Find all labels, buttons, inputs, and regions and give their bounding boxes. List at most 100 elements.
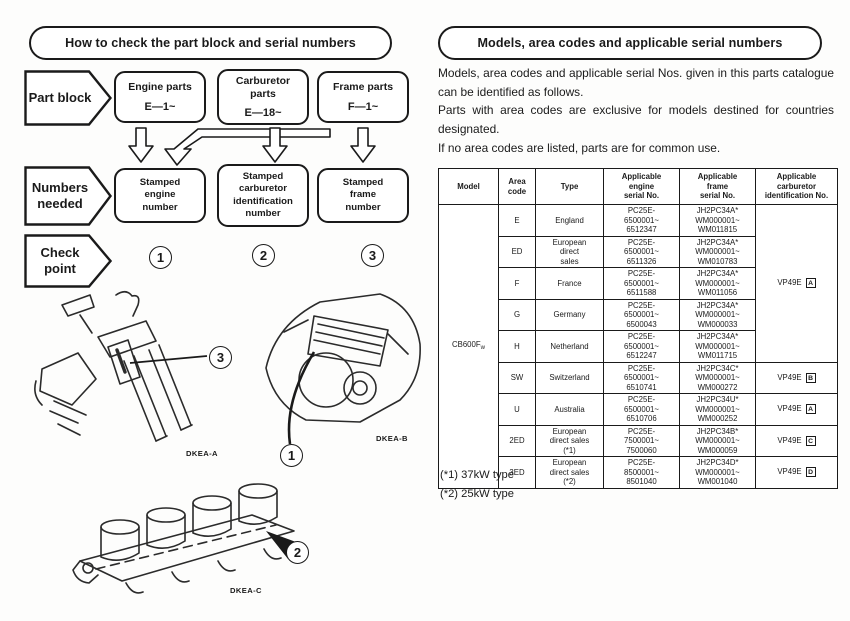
- table-row: 3ED European direct sales (*2) PC25E- 85…: [439, 456, 838, 489]
- stamped-frame-number-box: Stamped frame number: [317, 168, 409, 223]
- callout-1: 1: [287, 448, 296, 463]
- pentagon-shape: [24, 70, 112, 126]
- carb-id-value: VP49E: [777, 467, 802, 477]
- models-banner: Models, area codes and applicable serial…: [438, 26, 822, 60]
- carb-id-value: VP49E: [777, 435, 802, 445]
- engine-serial-cell: PC25E- 6500001~ 6500043: [603, 298, 680, 331]
- type-cell: France: [535, 267, 604, 300]
- area-cell: E: [498, 204, 536, 237]
- engine-serial-cell: PC25E- 6500001~ 6510741: [603, 361, 680, 394]
- how-to-check-title: How to check the part block and serial n…: [65, 36, 356, 50]
- type-cell: Germany: [535, 298, 604, 331]
- col-area-code: Area code: [498, 168, 536, 205]
- figure-label: DKEA-A: [186, 449, 218, 458]
- frame-serial-cell: JH2PC34A* WM000001~ WM011715: [679, 330, 756, 363]
- model-name: CB600F: [452, 340, 481, 350]
- frame-parts-title: Frame parts: [332, 81, 394, 94]
- check-point-3: 3: [368, 248, 377, 263]
- frame-parts-box: Frame parts F—1~: [317, 71, 409, 123]
- carburetor-illustration: [72, 483, 296, 594]
- callout-3-badge: 3: [209, 346, 232, 369]
- numbers-needed-text: Numbers needed: [31, 180, 89, 211]
- frame-serial-cell: JH2PC34A* WM000001~ WM000033: [679, 298, 756, 331]
- model-suffix: w: [480, 345, 485, 352]
- check-point-1: 1: [156, 250, 165, 265]
- serial-numbers-table: Model Area code Type Applicable engine s…: [438, 168, 838, 489]
- area-cell: SW: [498, 361, 536, 394]
- engine-serial-cell: PC25E- 7500001~ 7500060: [603, 424, 680, 457]
- callout-3: 3: [216, 350, 225, 365]
- type-cell: European direct sales (*1): [535, 424, 604, 457]
- table-row: U Australia PC25E- 6500001~ 6510706 JH2P…: [439, 393, 838, 426]
- stamped-carburetor-id-box: Stamped carburetor identification number: [217, 164, 309, 227]
- callout-1-badge: 1: [280, 444, 303, 467]
- carb-id-letter-box: A: [805, 278, 816, 289]
- elbow-arrow-carb-to-engine: [164, 128, 331, 166]
- intro-paragraphs: Models, area codes and applicable serial…: [438, 64, 834, 157]
- carburetor-parts-title: Carburetor parts: [235, 74, 291, 100]
- carburetor-parts-box: Carburetor parts E—18~: [217, 69, 309, 125]
- intro-line-1: Models, area codes and applicable serial…: [438, 66, 834, 99]
- frame-serial-cell: JH2PC34A* WM000001~ WM011056: [679, 267, 756, 300]
- pentagon-shape: [24, 166, 112, 226]
- carburetor-parts-code: E—18~: [244, 107, 282, 120]
- stamped-frame-number-text: Stamped frame number: [342, 177, 384, 213]
- check-point-label: Check point: [24, 234, 112, 288]
- engine-serial-cell: PC25E- 6500001~ 6512347: [603, 204, 680, 237]
- engine-serial-cell: PC25E- 6500001~ 6511588: [603, 267, 680, 300]
- type-cell: European direct sales: [535, 235, 604, 268]
- down-arrow-engine: [128, 127, 154, 163]
- engine-illustration: [265, 293, 421, 445]
- part-block-label: Part block: [24, 70, 112, 126]
- figure-label: DKEA-C: [230, 586, 262, 595]
- col-engine-serial: Applicable engine serial No.: [603, 168, 680, 205]
- frame-serial-cell: JH2PC34A* WM000001~ WM011815: [679, 204, 756, 237]
- engine-serial-cell: PC25E- 6500001~ 6512247: [603, 330, 680, 363]
- type-cell: Switzerland: [535, 361, 604, 394]
- frame-serial-cell: JH2PC34U* WM000001~ WM000252: [679, 393, 756, 426]
- carb-id-letter-box: B: [805, 372, 816, 383]
- stamped-engine-number-text: Stamped engine number: [139, 177, 181, 213]
- table-row: ED European direct sales PC25E- 6500001~…: [439, 235, 838, 268]
- check-point-1-badge: 1: [149, 246, 172, 269]
- model-cell: CB600Fw: [438, 204, 499, 489]
- col-type: Type: [535, 168, 604, 205]
- engine-serial-cell: PC25E- 6500001~ 6510706: [603, 393, 680, 426]
- frame-serial-cell: JH2PC34C* WM000001~ WM000272: [679, 361, 756, 394]
- steering-head-illustration: [34, 290, 208, 442]
- area-cell: 2ED: [498, 424, 536, 457]
- carb-id-value: VP49E: [777, 278, 802, 288]
- engine-parts-title: Engine parts: [128, 81, 192, 94]
- engine-serial-cell: PC25E- 8500001~ 8501040: [603, 456, 680, 489]
- type-cell: Australia: [535, 393, 604, 426]
- area-cell: H: [498, 330, 536, 363]
- table-row: G Germany PC25E- 6500001~ 6500043 JH2PC3…: [439, 298, 838, 331]
- footnote-1: (*1) 37kW type: [440, 469, 514, 481]
- models-banner-title: Models, area codes and applicable serial…: [477, 36, 783, 50]
- carb-id-letter-box: A: [805, 404, 816, 415]
- engine-serial-cell: PC25E- 6500001~ 6511326: [603, 235, 680, 268]
- carburetor-id-figure: 2 DKEA-C: [62, 473, 362, 611]
- table-row: H Netherland PC25E- 6500001~ 6512247 JH2…: [439, 330, 838, 363]
- callout-2-badge: 2: [286, 541, 309, 564]
- type-cell: England: [535, 204, 604, 237]
- down-arrow-carburetor: [262, 127, 288, 163]
- check-point-2-badge: 2: [252, 244, 275, 267]
- col-model: Model: [438, 168, 499, 205]
- area-cell: F: [498, 267, 536, 300]
- area-cell: G: [498, 298, 536, 331]
- carb-id-value: VP49E: [777, 372, 802, 382]
- engine-number-figure: 1 DKEA-B: [248, 272, 424, 474]
- frame-number-figure: 3 DKEA-A: [28, 283, 246, 465]
- figure-label: DKEA-B: [376, 434, 408, 443]
- frame-serial-cell: JH2PC34A* WM000001~ WM010783: [679, 235, 756, 268]
- area-cell: ED: [498, 235, 536, 268]
- carb-id-letter-box: D: [805, 467, 816, 478]
- engine-parts-box: Engine parts E—1~: [114, 71, 206, 123]
- part-block-text: Part block: [28, 90, 92, 106]
